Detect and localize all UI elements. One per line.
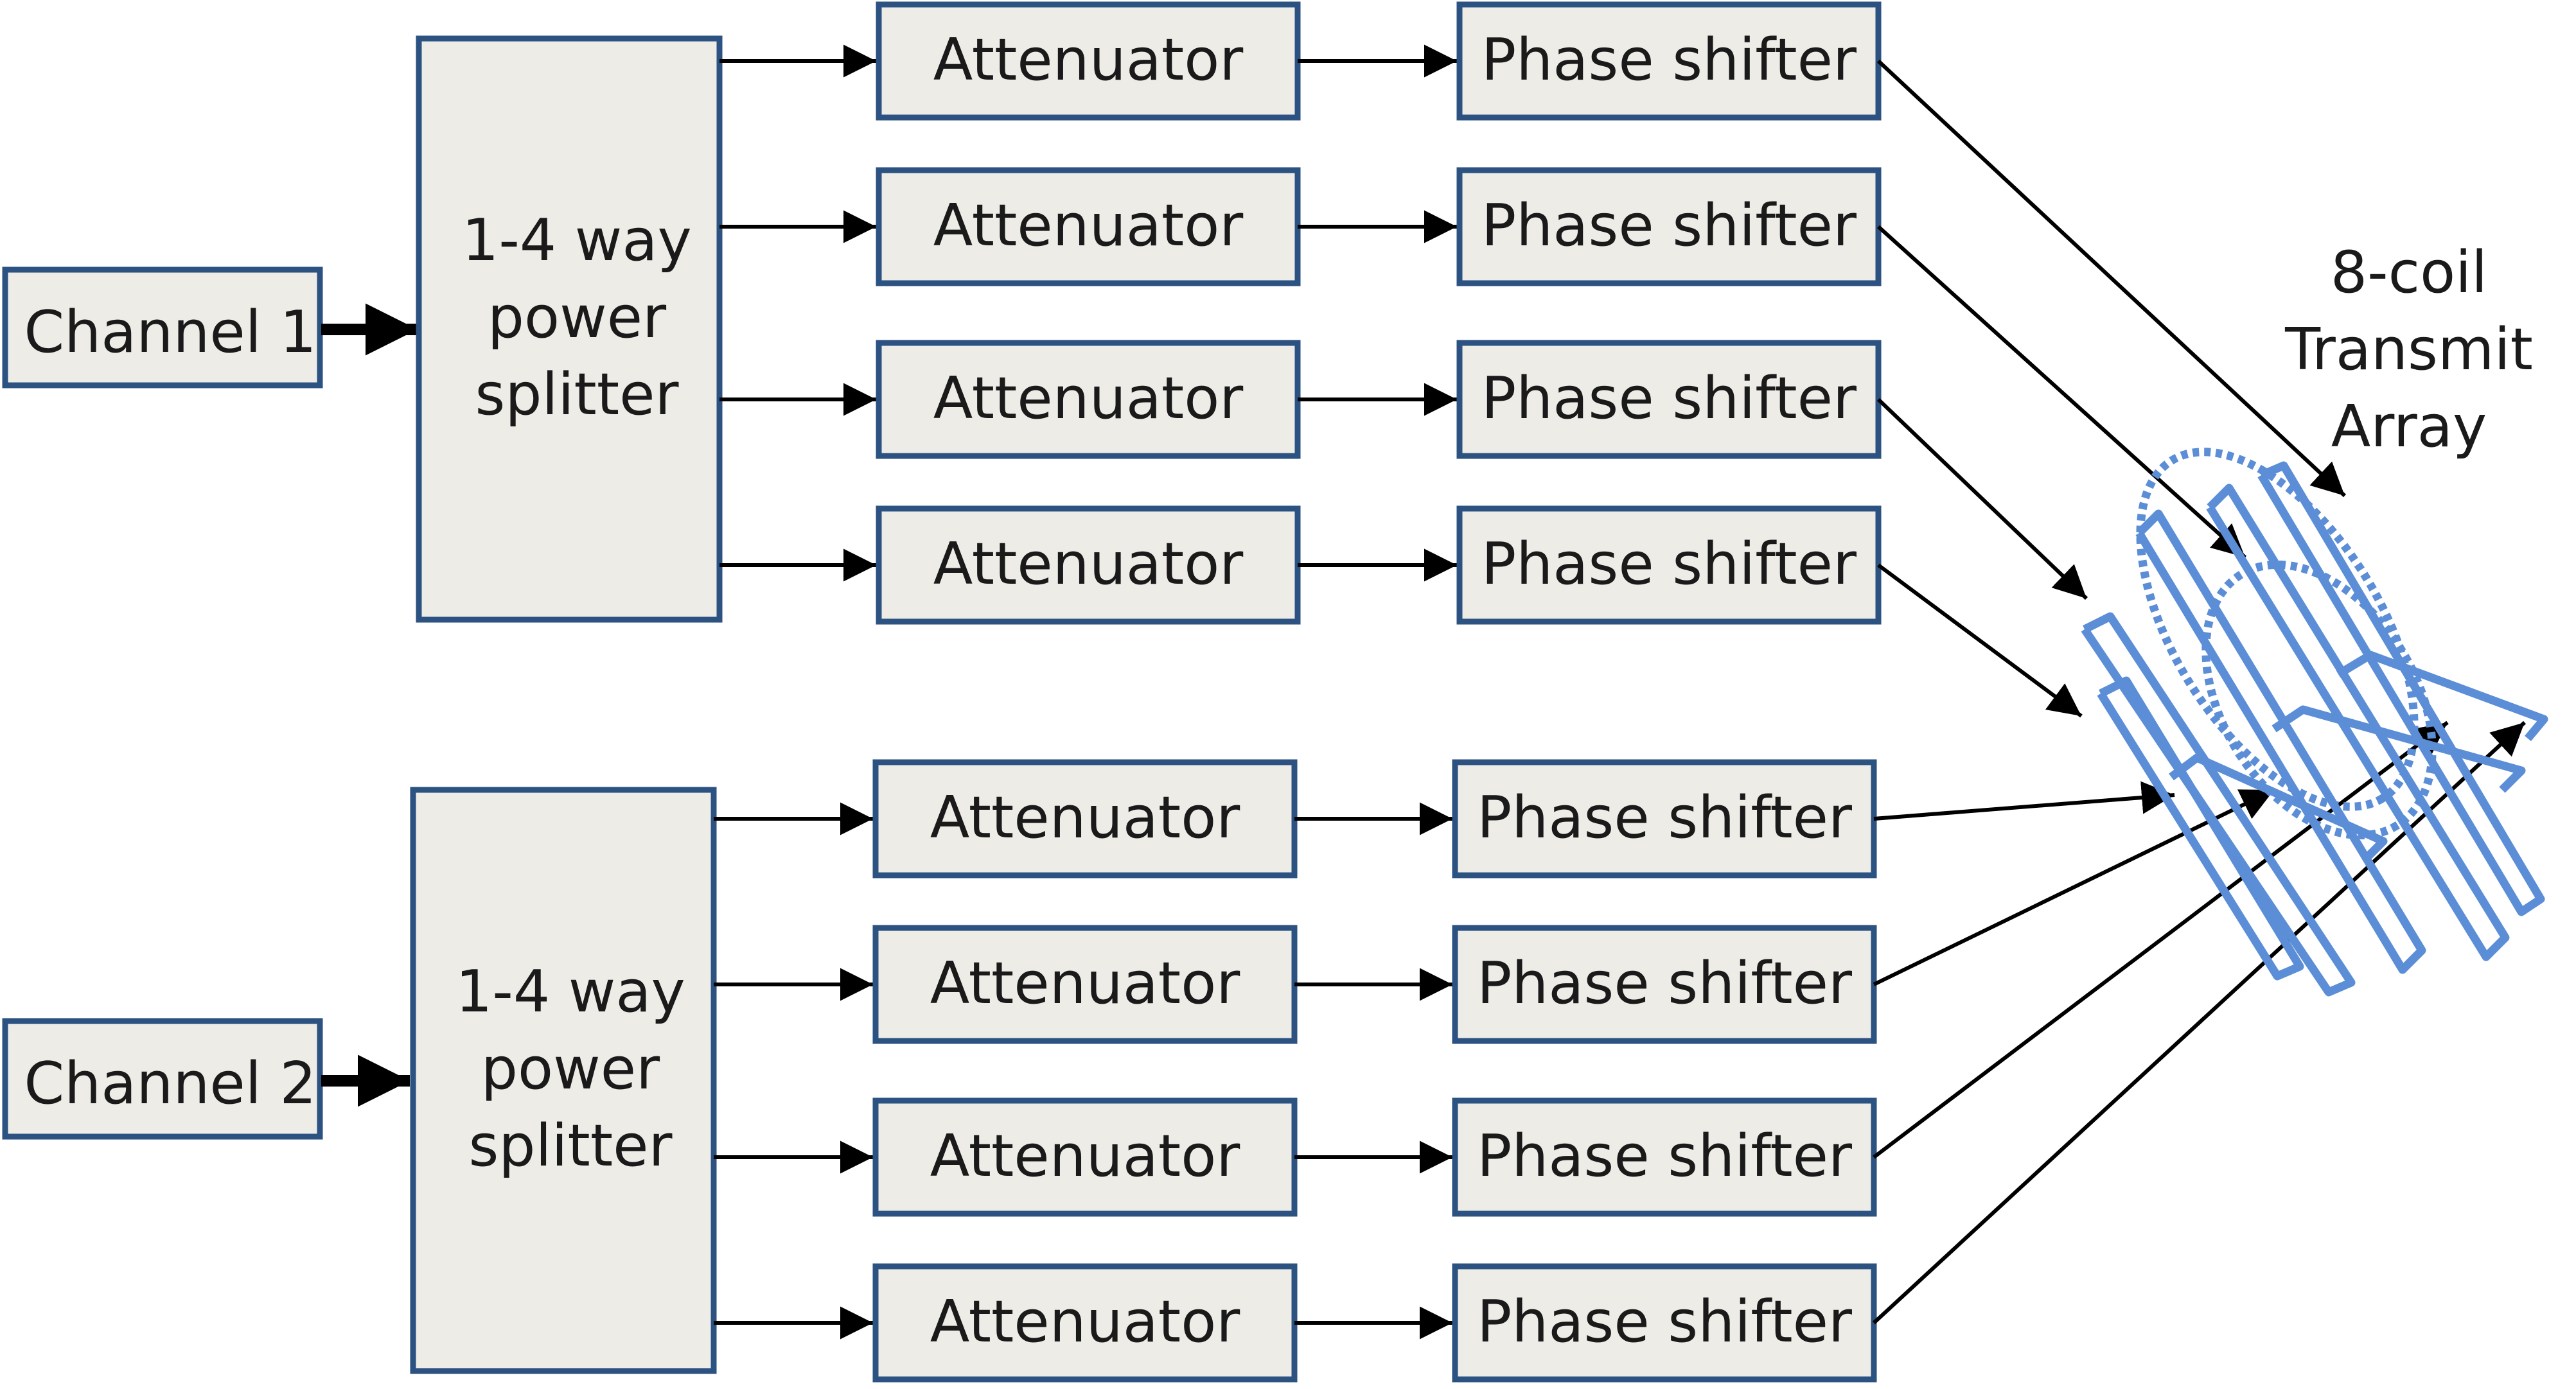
splitter-2-line-1: 1-4 way [455, 958, 685, 1026]
phase-shifter-box: Phase shifter [1456, 505, 1882, 625]
phase-shifter-box: Phase shifter [1452, 759, 1877, 878]
channel-2-box: Channel 2 [2, 1018, 323, 1140]
phase-shifter-label: Phase shifter [1477, 784, 1852, 852]
phase-shifter-box: Phase shifter [1456, 167, 1882, 286]
phase-shifter-label: Phase shifter [1477, 1123, 1852, 1190]
splitter-2-box: 1-4 way power splitter [410, 787, 717, 1374]
phase-shifter-label: Phase shifter [1481, 365, 1857, 432]
attenuator-box: Attenuator [872, 925, 1298, 1044]
phase-shifter-box: Phase shifter [1452, 1097, 1877, 1217]
attenuator-box: Attenuator [872, 759, 1298, 878]
channel-1-label: Channel 1 [24, 299, 316, 366]
connector-phase-to-coil [1876, 225, 2247, 559]
splitter-2-line-2: power [481, 1035, 660, 1103]
splitter-1-box: 1-4 way power splitter [416, 35, 723, 623]
attenuator-label: Attenuator [930, 784, 1240, 852]
phase-shifter-label: Phase shifter [1477, 1288, 1852, 1356]
array-label-line-1: 8-coil [2331, 239, 2487, 306]
array-label: 8-coil Transmit Array [2284, 239, 2533, 460]
attenuator-label: Attenuator [930, 950, 1240, 1017]
channel-1-box: Channel 1 [2, 266, 323, 389]
phase-shifter-box: Phase shifter [1452, 925, 1877, 1044]
array-label-line-3: Array [2331, 393, 2487, 460]
attenuator-box: Attenuator [876, 1, 1301, 121]
attenuator-label: Attenuator [933, 365, 1244, 432]
attenuator-box: Attenuator [872, 1097, 1298, 1217]
phase-shifter-box: Phase shifter [1452, 1263, 1877, 1383]
attenuator-box: Attenuator [876, 340, 1301, 459]
connector-phase-to-coil [1876, 397, 2088, 600]
connector-phase-to-coil [1873, 721, 2449, 1159]
attenuator-label: Attenuator [933, 26, 1244, 94]
phase-shifter-box: Phase shifter [1456, 1, 1882, 121]
array-label-line-2: Transmit [2284, 316, 2533, 383]
splitter-1-line-3: splitter [475, 361, 679, 428]
attenuator-box: Attenuator [872, 1263, 1298, 1383]
attenuator-label: Attenuator [933, 530, 1244, 598]
phase-shifter-label: Phase shifter [1481, 530, 1857, 598]
attenuator-box: Attenuator [876, 505, 1301, 625]
connector-phase-to-coil [1876, 59, 2347, 498]
coil-array-illustration [2081, 448, 2548, 997]
channel-2-label: Channel 2 [24, 1050, 316, 1117]
phase-shifter-box: Phase shifter [1456, 340, 1882, 459]
connector-phase-to-coil [1877, 563, 2083, 718]
phase-shifter-label: Phase shifter [1481, 26, 1857, 94]
splitter-1-line-1: 1-4 way [462, 207, 692, 274]
connector-phase-to-coil [1873, 788, 2275, 986]
attenuator-label: Attenuator [930, 1123, 1240, 1190]
phase-shifter-label: Phase shifter [1477, 950, 1852, 1017]
attenuator-label: Attenuator [933, 192, 1244, 259]
attenuator-label: Attenuator [930, 1288, 1240, 1356]
splitter-1-line-2: power [488, 284, 666, 351]
connector-phase-to-coil [1873, 781, 2175, 821]
connector-phase-to-coil [1872, 721, 2527, 1325]
splitter-2-line-3: splitter [469, 1112, 673, 1180]
phase-shifter-label: Phase shifter [1481, 192, 1857, 259]
attenuator-box: Attenuator [876, 167, 1301, 286]
